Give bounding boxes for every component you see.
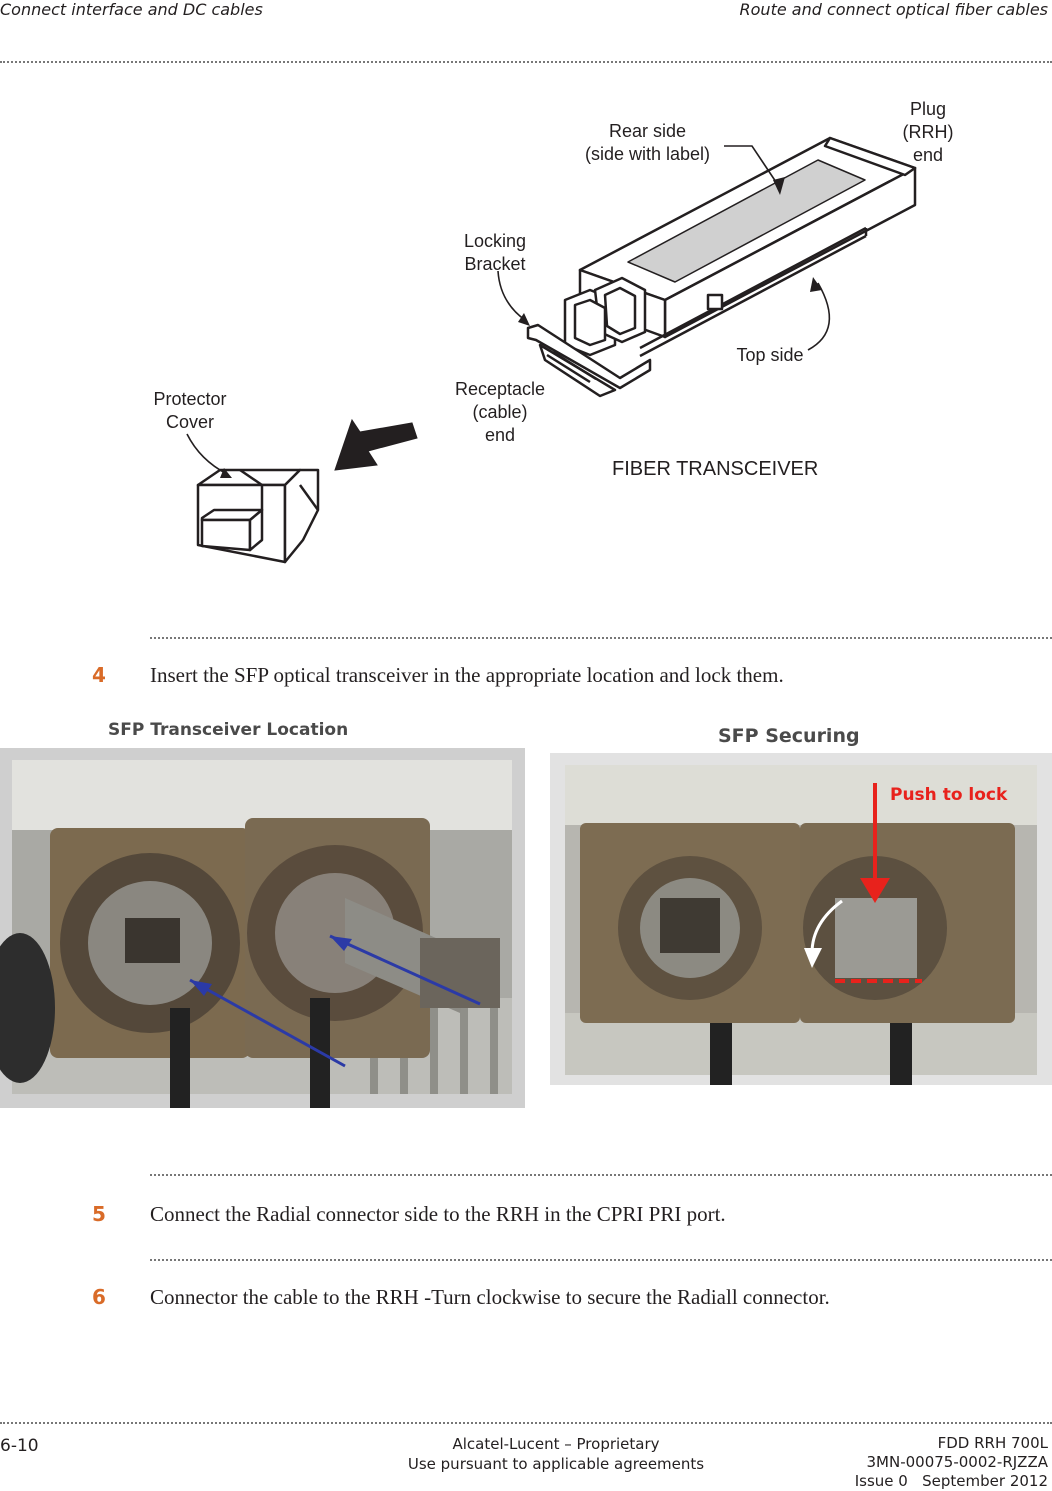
header-divider: [0, 61, 1052, 63]
document-number: 3MN-00075-0002-RJZZA: [866, 1453, 1049, 1471]
product-name: FDD RRH 700L: [937, 1434, 1048, 1452]
protector-cover-text: Protector Cover: [153, 389, 227, 432]
proprietary-notice: Alcatel-Lucent – Proprietary: [452, 1435, 660, 1453]
plug-end-label: Plug (RRH) end: [888, 98, 968, 167]
step-text: Connector the cable to the RRH -Turn clo…: [150, 1285, 830, 1309]
step-divider: [150, 1259, 1052, 1261]
sfp-location-image: [0, 748, 525, 1108]
plug-end-text: Plug (RRH) end: [902, 99, 954, 165]
footer-right: FDD RRH 700L 3MN-00075-0002-RJZZA Issue …: [855, 1434, 1048, 1491]
page-number: 6-10: [0, 1436, 39, 1456]
receptacle-text: Receptacle (cable) end: [454, 379, 546, 445]
top-side-label: Top side: [736, 345, 804, 365]
locking-bracket-label: Locking Bracket: [450, 230, 540, 276]
rear-side-text: Rear side (side with label): [584, 121, 711, 164]
header-left: Connect interface and DC cables: [0, 0, 263, 19]
sfp-securing-photo: SFP Securing Push to lock: [550, 715, 1052, 1085]
push-to-lock-label: Push to lock: [890, 785, 1008, 805]
locking-bracket-text: Locking Bracket: [463, 231, 527, 274]
photo-right-title: SFP Securing: [718, 725, 860, 747]
fiber-transceiver-figure: Plug (RRH) end Rear side (side with labe…: [0, 70, 1052, 610]
photo-left-title: SFP Transceiver Location: [108, 720, 349, 740]
agreement-notice: Use pursuant to applicable agreements: [407, 1455, 705, 1473]
step-text: Insert the SFP optical transceiver in th…: [150, 663, 784, 687]
protector-cover-label: Protector Cover: [140, 388, 240, 434]
step-number: 4: [92, 663, 106, 687]
rear-side-label: Rear side (side with label): [560, 120, 735, 166]
issue-date: Issue 0 September 2012: [854, 1472, 1048, 1490]
step-number: 6: [92, 1285, 106, 1309]
fiber-transceiver-drawing: [186, 136, 917, 564]
figure-title: FIBER TRANSCEIVER: [612, 458, 819, 480]
step-number: 5: [92, 1202, 106, 1226]
sfp-securing-image: [550, 753, 1052, 1085]
header-right: Route and connect optical fiber cables: [739, 0, 1048, 19]
footer-divider: [0, 1422, 1052, 1424]
receptacle-label: Receptacle (cable) end: [445, 378, 555, 447]
step-divider: [150, 1174, 1052, 1176]
footer-center: Alcatel-Lucent – Proprietary Use pursuan…: [396, 1434, 716, 1474]
step-text: Connect the Radial connector side to the…: [150, 1202, 726, 1226]
sfp-location-photo: SFP Transceiver Location: [0, 712, 525, 1108]
step-divider: [150, 637, 1052, 639]
